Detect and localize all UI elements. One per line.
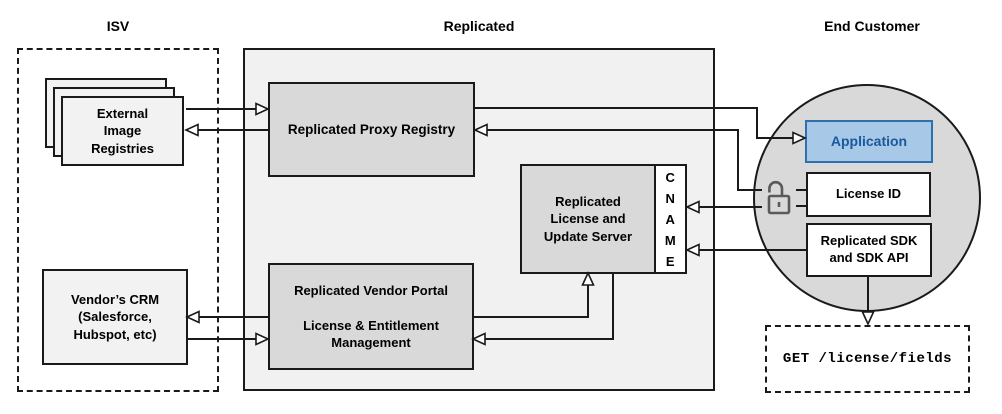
sdk-box: Replicated SDK and SDK API (806, 223, 932, 277)
vendor-portal-box: Replicated Vendor Portal License & Entit… (268, 263, 474, 370)
unlock-icon (767, 180, 791, 215)
application-box: Application (805, 120, 933, 163)
license-update-server-label: Replicated License and Update Server (543, 194, 633, 244)
isv-header: ISV (106, 18, 130, 34)
cname-box: C N A M E (654, 164, 687, 274)
vendor-portal-label: Replicated Vendor Portal License & Entit… (294, 283, 448, 350)
get-license-fields-label: GET /license/fields (782, 351, 953, 367)
cname-label: C N A M E (664, 169, 677, 269)
proxy-registry-label: Replicated Proxy Registry (287, 121, 456, 137)
sdk-label: Replicated SDK and SDK API (820, 233, 918, 265)
vendor-crm-box: Vendor’s CRM (Salesforce, Hubspot, etc) (42, 269, 188, 365)
license-id-label: License ID (835, 186, 902, 202)
external-image-registries-label: External Image Registries (91, 106, 154, 156)
end-customer-header: End Customer (824, 18, 920, 34)
vendor-crm-label: Vendor’s CRM (Salesforce, Hubspot, etc) (70, 292, 160, 342)
proxy-registry-box: Replicated Proxy Registry (268, 82, 475, 177)
application-label: Application (830, 133, 908, 150)
get-license-fields-box: GET /license/fields (765, 325, 970, 393)
replicated-header: Replicated (443, 18, 515, 34)
license-id-box: License ID (806, 172, 931, 217)
license-update-server-box: Replicated License and Update Server (520, 164, 656, 274)
external-image-registries-box: External Image Registries (61, 96, 184, 166)
